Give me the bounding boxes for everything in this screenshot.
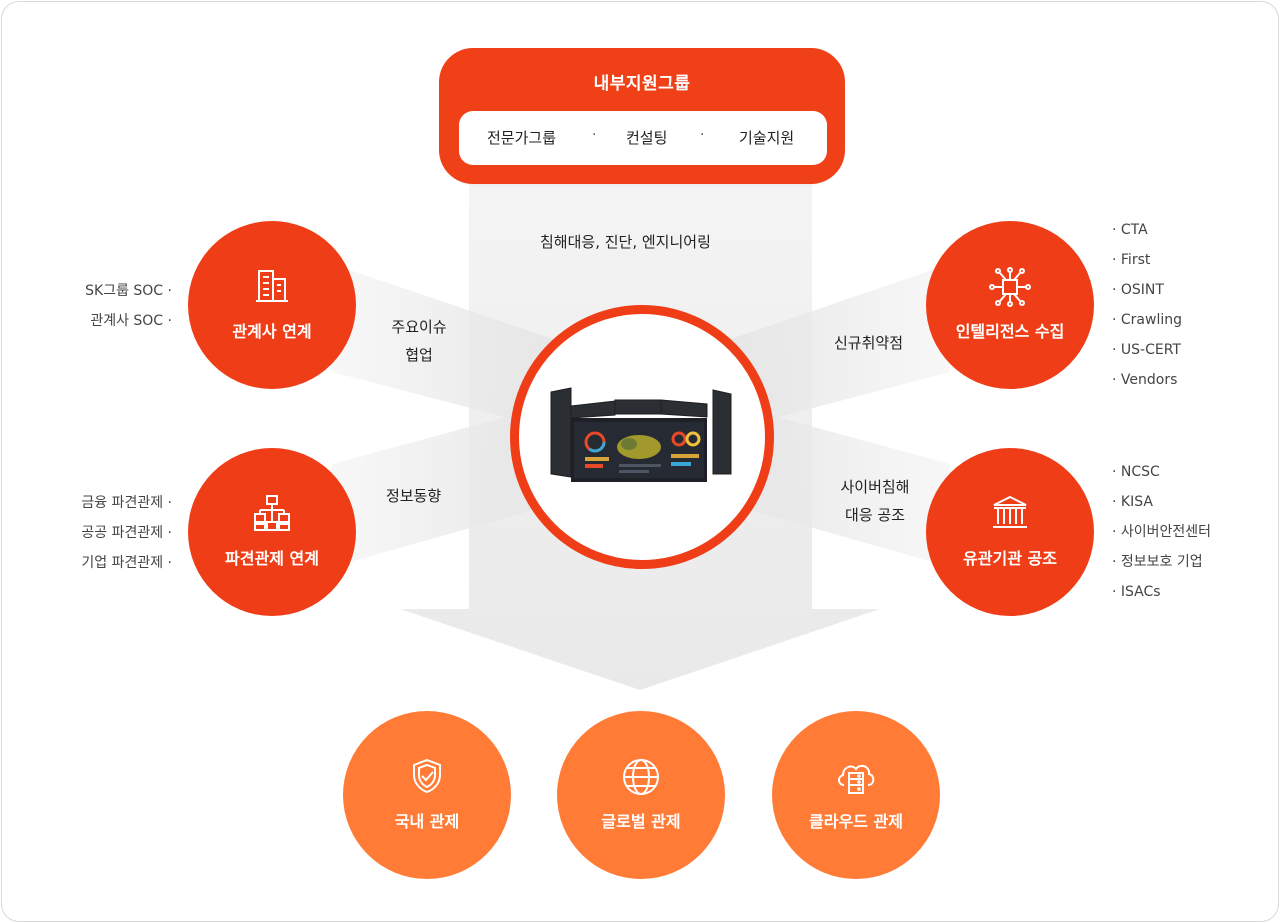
list-item: · 정보보호 기업 — [1112, 554, 1203, 570]
internal-support-title: 내부지원그룹 — [593, 74, 691, 94]
list-item: 금융 파견관제 · — [81, 495, 172, 511]
network-chip-icon — [926, 267, 1094, 307]
list-item: 관계사 SOC · — [90, 313, 172, 329]
link-label-line: 대응 공조 — [845, 506, 905, 524]
center-caption: 침해대응, 진단, 엔지니어링 — [540, 233, 711, 251]
node-global-label: 글로벌 관제 — [601, 812, 681, 831]
node-cloud-monitoring: 클라우드 관제 — [772, 711, 940, 879]
list-item: · OSINT — [1112, 282, 1164, 298]
shield-icon — [343, 757, 511, 795]
node-agencies: 유관기관 공조 — [926, 448, 1094, 616]
link-label-trends: 정보동향 — [386, 487, 442, 505]
list-item: · NCSC — [1112, 464, 1160, 480]
separator-dot: · — [592, 127, 597, 143]
item-experts: 전문가그룹 — [487, 129, 557, 147]
link-label-line: 주요이슈 — [391, 318, 447, 336]
list-item: 공공 파견관제 · — [81, 525, 172, 541]
node-cloud-label: 클라우드 관제 — [809, 812, 903, 831]
item-tech-support: 기술지원 — [739, 129, 795, 147]
list-item: 기업 파견관제 · — [81, 555, 172, 571]
node-dispatch: 파견관제 연계 — [188, 448, 356, 616]
node-domestic-monitoring: 국내 관제 — [343, 711, 511, 879]
list-item: · First — [1112, 252, 1151, 268]
list-item: · CTA — [1112, 222, 1148, 238]
list-item: · ISACs — [1112, 584, 1161, 600]
node-affiliates: 관계사 연계 — [188, 221, 356, 389]
link-label-line: 사이버침해 — [840, 478, 910, 496]
node-affiliates-label: 관계사 연계 — [232, 322, 312, 341]
list-item: SK그룹 SOC · — [85, 283, 172, 299]
intelligence-list: · CTA · First · OSINT · Crawling · US-CE… — [1112, 215, 1182, 395]
item-consulting: 컨설팅 — [626, 129, 668, 147]
control-room-screen-illustration — [550, 387, 732, 482]
cloud-server-icon — [772, 757, 940, 795]
beam-right-bottom — [722, 402, 950, 567]
node-global-monitoring: 글로벌 관제 — [557, 711, 725, 879]
dispatch-list: 금융 파견관제 · 공공 파견관제 · 기업 파견관제 · — [81, 488, 172, 578]
building-icon — [188, 267, 356, 305]
node-dispatch-label: 파견관제 연계 — [225, 549, 319, 568]
institution-icon — [926, 494, 1094, 532]
org-chart-icon — [188, 494, 356, 532]
beam-right-top — [722, 264, 950, 432]
globe-icon — [557, 757, 725, 795]
node-domestic-label: 국내 관제 — [394, 812, 460, 831]
internal-support-items: 전문가그룹 · 컨설팅 · 기술지원 — [459, 111, 827, 165]
separator-dot: · — [700, 127, 705, 143]
link-label-vulns: 신규취약점 — [834, 334, 904, 352]
list-item: · US-CERT — [1112, 342, 1181, 358]
list-item: · Crawling — [1112, 312, 1182, 328]
node-intelligence: 인텔리전스 수집 — [926, 221, 1094, 389]
node-agencies-label: 유관기관 공조 — [963, 549, 1057, 568]
link-label-line: 협업 — [405, 346, 433, 364]
control-center-ring — [510, 305, 774, 569]
affiliates-list: SK그룹 SOC · 관계사 SOC · — [85, 276, 172, 336]
link-label-response: 사이버침해 대응 공조 — [828, 473, 922, 529]
internal-support-group: 내부지원그룹 전문가그룹 · 컨설팅 · 기술지원 — [439, 48, 845, 184]
list-item: · Vendors — [1112, 372, 1178, 388]
beam-left-top — [332, 264, 562, 432]
link-label-issues: 주요이슈 협업 — [380, 313, 458, 369]
list-item: · 사이버안전센터 — [1112, 524, 1212, 540]
node-intelligence-label: 인텔리전스 수집 — [955, 322, 1065, 341]
list-item: · KISA — [1112, 494, 1153, 510]
agencies-list: · NCSC · KISA · 사이버안전센터 · 정보보호 기업 · ISAC… — [1112, 457, 1211, 607]
beam-left-bottom — [332, 402, 562, 567]
